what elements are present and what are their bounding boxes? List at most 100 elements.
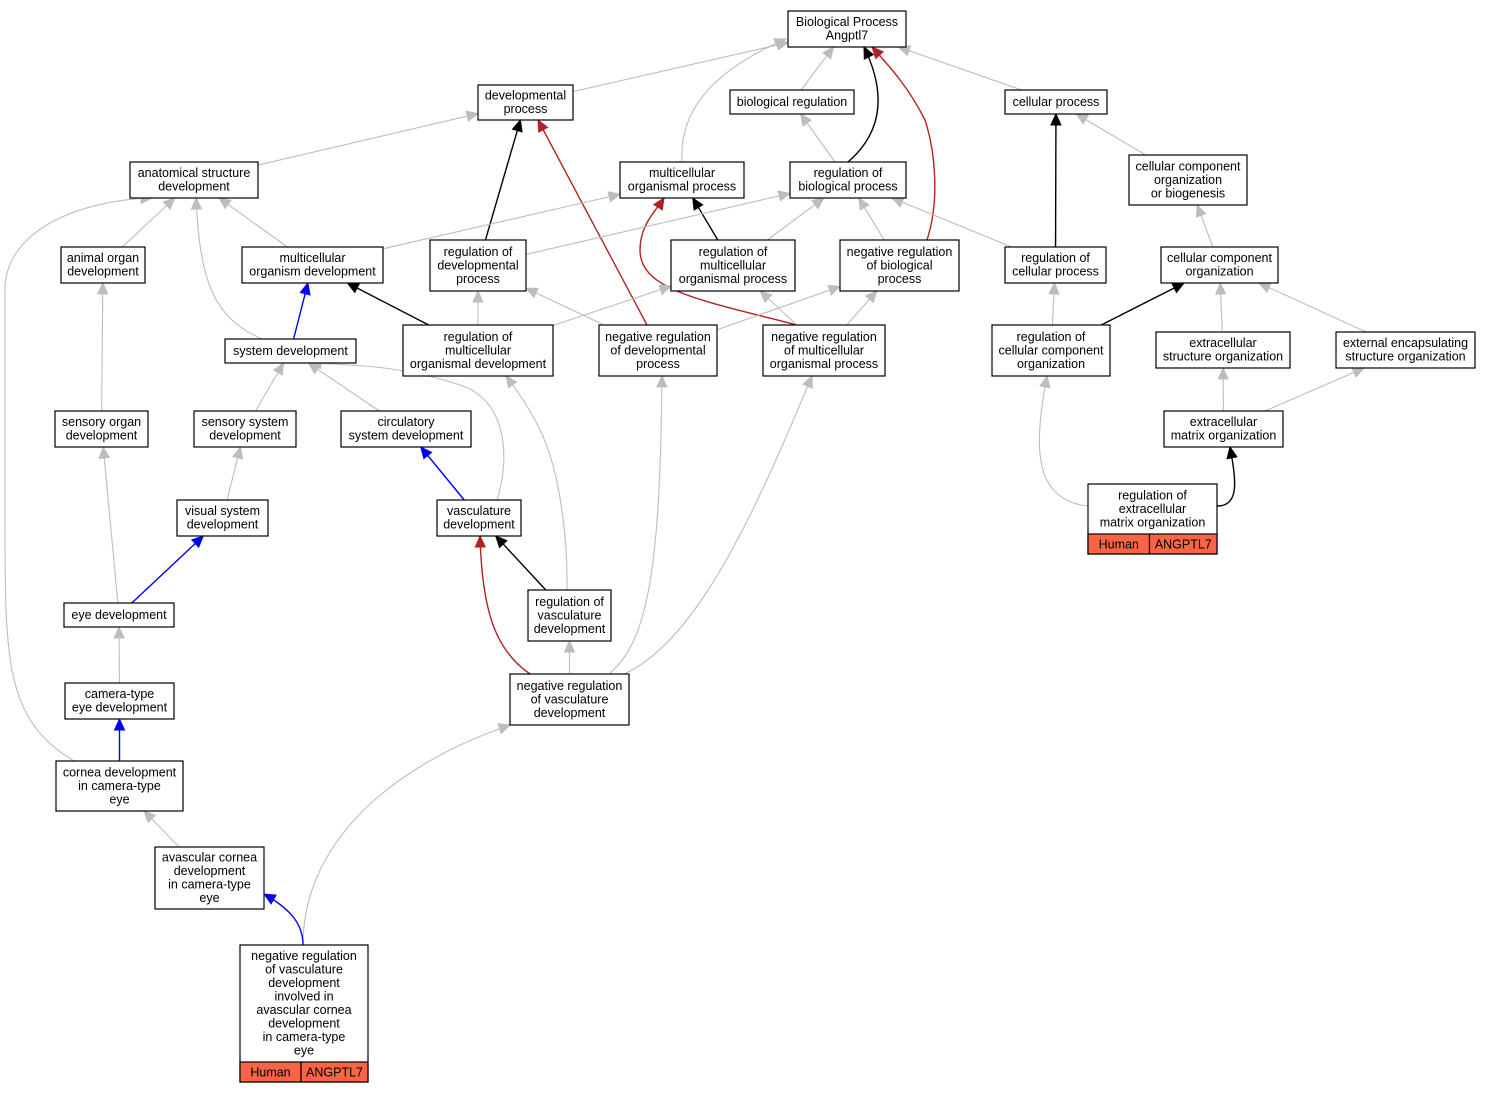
edge-arrowhead <box>497 723 512 735</box>
edge-arrowhead <box>346 282 361 294</box>
node-box <box>1004 89 1108 115</box>
edge-sensory_organ_dev-to-animal_organ_dev <box>96 281 109 412</box>
edge-arrowhead <box>299 281 311 296</box>
edge-arrowhead <box>890 197 905 208</box>
node-label: regulation of <box>814 166 883 180</box>
edge-reg_bio_process-to-bp <box>847 45 879 163</box>
node-box <box>1155 331 1291 369</box>
node-label: eye <box>199 891 219 905</box>
node-label: involved in <box>274 990 333 1004</box>
edge-arrowhead <box>505 375 518 389</box>
edge-reg_multicell_org_dev-to-reg_dev_process <box>472 289 484 325</box>
edge-multicell_organism_dev-to-multicell_org_process <box>382 191 622 250</box>
edge-reg_multicell_org_process-to-reg_bio_process <box>766 197 825 241</box>
edge-neg_reg_vasculature_dev-to-reg_vasculature_dev <box>563 639 576 674</box>
edge-line <box>103 457 119 604</box>
edge-layer <box>4 38 1367 946</box>
edge-arrowhead <box>759 290 773 304</box>
edge-anat_struct_dev-to-dev_process <box>257 110 480 166</box>
edge-reg_multicell_org_dev-to-reg_multicell_org_process <box>552 284 673 327</box>
node-box <box>762 324 886 377</box>
edge-animal_organ_dev-to-anat_struct_dev <box>121 197 176 248</box>
edge-reg_cell_comp_org-to-cell_comp_org <box>1100 282 1186 326</box>
edge-arrowhead <box>1217 366 1229 380</box>
node-label: of multicellular <box>784 343 864 357</box>
node-box <box>1335 331 1476 369</box>
edge-neg_reg_vasculature_dev-to-neg_reg_dev_process <box>608 374 668 675</box>
edge-reg_multicell_org_process-to-multicell_org_process <box>692 196 719 241</box>
edge-system_dev-to-anat_struct_dev <box>190 196 263 340</box>
edge-line <box>697 207 719 241</box>
node-cell-process[interactable]: cellular process <box>1004 89 1108 115</box>
node-label: sensory organ <box>62 415 141 429</box>
node-box <box>129 161 259 199</box>
node-label: cornea development <box>63 765 177 779</box>
edge-line <box>525 195 780 255</box>
edge-neg_reg_bio_process-to-reg_bio_process <box>858 196 885 241</box>
edge-line <box>479 535 531 675</box>
edge-reg_cell_comp_org-to-reg_cell_process <box>1048 281 1060 326</box>
node-box <box>789 161 907 199</box>
node-label: process <box>878 272 922 286</box>
edge-reg_bio_process-to-bio_reg <box>799 113 836 163</box>
node-label: development <box>67 265 139 279</box>
node-eye-dev[interactable]: eye development <box>63 602 175 628</box>
edge-arrowhead <box>773 38 788 49</box>
edge-eye_dev-to-sensory_organ_dev <box>98 445 119 604</box>
node-label: organism development <box>249 265 376 279</box>
edge-arrowhead <box>511 118 523 133</box>
node-box <box>991 324 1111 377</box>
node-box <box>60 246 146 284</box>
edge-camera_eye_dev-to-eye_dev <box>113 625 125 684</box>
edge-line <box>151 818 180 848</box>
edge-line <box>1268 287 1367 333</box>
edge-arrowhead <box>465 110 480 122</box>
node-box <box>54 410 149 448</box>
edge-line <box>309 362 505 501</box>
edge-visual_system_dev-to-sensory_system_dev <box>226 445 244 501</box>
node-label: organismal process <box>679 272 787 286</box>
edge-avasc_cornea_dev-to-cornea_dev <box>143 810 180 848</box>
edge-arrowhead <box>143 810 157 824</box>
edge-arrowhead <box>821 46 835 60</box>
edge-neg_reg_multicell_org_process-to-reg_multicell_org_process <box>759 290 798 326</box>
node-system-dev[interactable]: system development <box>224 338 357 364</box>
node-label: of developmental <box>610 343 705 357</box>
node-label: structure organization <box>1163 350 1283 364</box>
node-bio-reg[interactable]: biological regulation <box>729 89 855 115</box>
node-label: eye <box>294 1044 314 1058</box>
